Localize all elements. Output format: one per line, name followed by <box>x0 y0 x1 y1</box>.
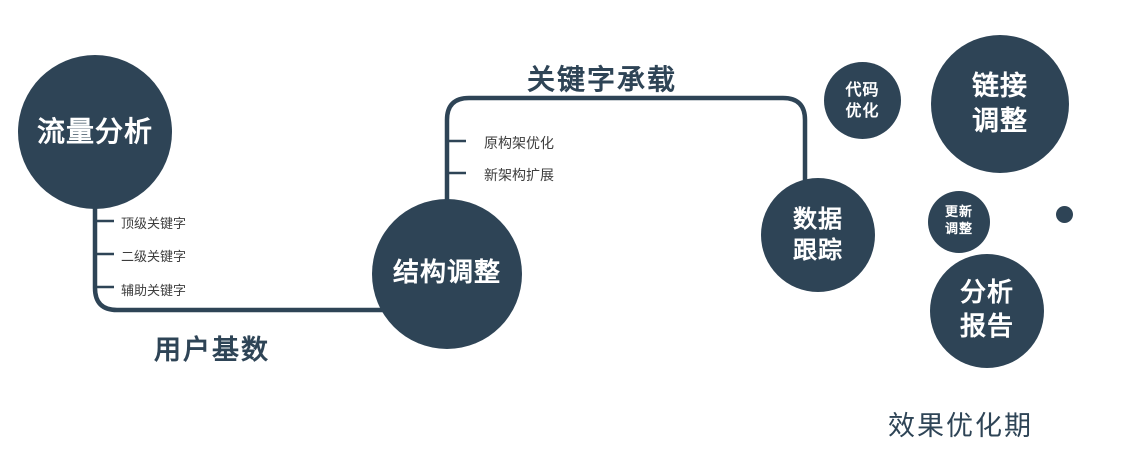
tick-label-original-structure: 原构架优化 <box>484 136 554 152</box>
tick-label-top-keywords: 顶级关键字 <box>121 217 187 232</box>
edge-label-keyword-carrying: 关键字承载 <box>527 63 678 96</box>
edge-label-user-base: 用户基数 <box>154 335 270 366</box>
node-data-tracking: 数据 跟踪 <box>761 178 875 292</box>
caption-effect-optimization: 效果优化期 <box>888 411 1033 442</box>
node-link-adjustment-label: 链接 调整 <box>972 70 1028 137</box>
node-code-optimization: 代码 优化 <box>824 62 901 139</box>
node-update-adjustment-label: 更新 调整 <box>944 205 973 237</box>
node-traffic-analysis-label: 流量分析 <box>36 114 153 148</box>
edge-keyword-carrying-line <box>444 95 808 214</box>
tick-label-auxiliary-keywords: 辅助关键字 <box>121 284 187 299</box>
node-update-adjustment: 更新 调整 <box>928 191 990 253</box>
node-code-optimization-label: 代码 优化 <box>845 79 880 120</box>
node-structure-adjustment-label: 结构调整 <box>392 258 501 289</box>
node-structure-adjustment: 结构调整 <box>372 199 522 349</box>
node-traffic-analysis: 流量分析 <box>18 55 172 209</box>
tick-label-new-structure: 新架构扩展 <box>484 168 554 184</box>
tick-label-second-keywords: 二级关键字 <box>121 250 187 265</box>
node-analysis-report-label: 分析 报告 <box>959 278 1014 342</box>
decorative-dot <box>1056 206 1073 223</box>
node-analysis-report: 分析 报告 <box>930 254 1044 368</box>
node-link-adjustment: 链接 调整 <box>931 35 1069 173</box>
node-data-tracking-label: 数据 跟踪 <box>793 204 843 264</box>
